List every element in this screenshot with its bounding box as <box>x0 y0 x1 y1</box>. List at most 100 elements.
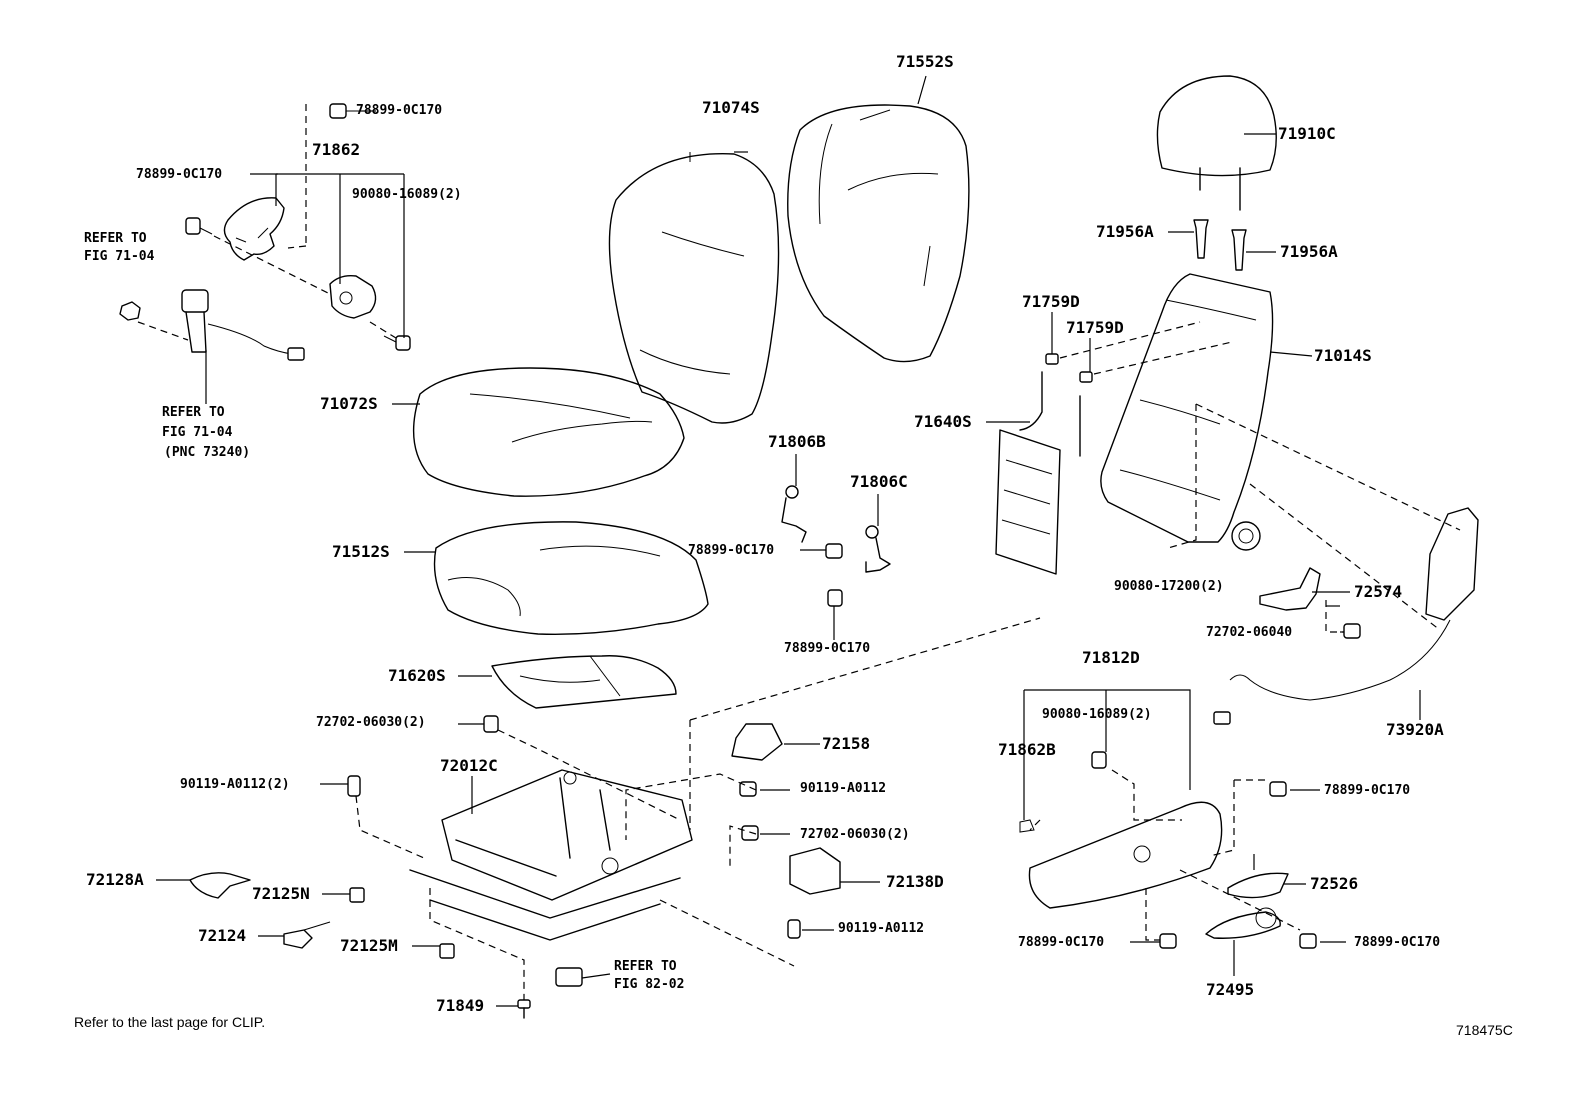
label-71956a-right: 71956A <box>1280 242 1338 261</box>
label-71862b: 71862B <box>998 740 1056 759</box>
label-71956a-left: 71956A <box>1096 222 1154 241</box>
label-78899-0c170-left: 78899-0C170 <box>136 167 223 182</box>
label-72158: 72158 <box>822 734 871 753</box>
part-71552s-seatback-pad <box>787 104 970 363</box>
label-71072s: 71072S <box>320 394 378 413</box>
label-72138d: 72138D <box>886 872 944 891</box>
bolt-78899-0c170-br1 <box>1159 933 1177 949</box>
label-refer-fig-71-04-a-line1: REFER TO <box>84 231 147 246</box>
label-refer-fig-71-04-b-line3: (PNC 73240) <box>164 445 251 460</box>
bolt-78899-0c170-right <box>1269 781 1287 797</box>
label-72124: 72124 <box>198 926 247 945</box>
label-refer-fig-71-04-b-line1: REFER TO <box>162 405 225 420</box>
label-73920a: 73920A <box>1386 720 1444 739</box>
label-refer-fig-71-04-b-line2: FIG 71-04 <box>162 425 233 440</box>
part-72138d <box>789 847 841 895</box>
label-78899-0c170-br2: 78899-0C170 <box>1354 935 1441 950</box>
part-72124 <box>283 921 331 949</box>
bolt-78899-0c170-left <box>185 217 213 235</box>
label-72526: 72526 <box>1310 874 1359 893</box>
bolt-78899-0c170-mid <box>825 543 843 559</box>
part-71759d-clip-a <box>1045 353 1059 365</box>
label-71759d-a: 71759D <box>1022 292 1080 311</box>
part-71849-pin <box>517 999 531 1019</box>
part-72125m <box>439 943 455 959</box>
part-71640s-lumbar-support <box>995 371 1081 575</box>
part-72158 <box>731 723 783 761</box>
label-71849: 71849 <box>436 996 485 1015</box>
label-90119-a0112-low: 90119-A0112 <box>838 921 925 936</box>
part-71806b-hook <box>781 485 807 543</box>
part-72574-bracket <box>1259 567 1321 611</box>
bolt-72702-06040 <box>1343 623 1361 639</box>
part-71074s-seatback-cover <box>608 152 780 424</box>
label-71074s: 71074S <box>702 98 760 117</box>
part-71759d-clip-b <box>1079 371 1093 383</box>
bolt-90080-16089-top <box>383 335 411 351</box>
bolt-90119-a0112-mid <box>739 781 757 797</box>
part-71862-bracket <box>223 197 285 261</box>
bolt-78899-0c170-top <box>329 103 360 119</box>
figure-id: 718475C <box>1456 1022 1513 1038</box>
label-refer-fig-71-04-a-line2: FIG 71-04 <box>84 249 155 264</box>
label-72125n: 72125N <box>252 884 310 903</box>
part-71620s-spring <box>491 655 677 709</box>
label-90080-16089-right: 90080-16089(2) <box>1042 707 1152 722</box>
label-refer-fig-82-02-line1: REFER TO <box>614 959 677 974</box>
label-72495: 72495 <box>1206 980 1255 999</box>
label-71812d: 71812D <box>1082 648 1140 667</box>
label-71862: 71862 <box>312 140 361 159</box>
footer-note: Refer to the last page for CLIP. <box>74 1014 266 1030</box>
part-71956a-guide-left <box>1193 219 1209 259</box>
part-71072s-cushion-cover <box>412 367 685 497</box>
seat-belt-buckle <box>119 289 305 361</box>
label-71552s: 71552S <box>896 52 954 71</box>
label-71620s: 71620S <box>388 666 446 685</box>
label-72012c: 72012C <box>440 756 498 775</box>
part-72012c-seat-frame <box>409 769 693 941</box>
label-72702-06030-mid: 72702-06030(2) <box>800 827 910 842</box>
label-72128a: 72128A <box>86 870 144 889</box>
label-78899-0c170-br1: 78899-0C170 <box>1018 935 1105 950</box>
label-78899-0c170-right: 78899-0C170 <box>1324 783 1411 798</box>
bolt-78899-0c170-mid2 <box>827 589 843 607</box>
label-90119-a0112-mid: 90119-A0112 <box>800 781 887 796</box>
label-71759d-b: 71759D <box>1066 318 1124 337</box>
part-clip-fig-82-02 <box>555 967 583 987</box>
label-71806c: 71806C <box>850 472 908 491</box>
label-72702-06030-left: 72702-06030(2) <box>316 715 426 730</box>
part-71014s-seatback-frame <box>1100 273 1274 551</box>
label-78899-0c170-mid: 78899-0C170 <box>688 543 775 558</box>
label-78899-0c170-mid2: 78899-0C170 <box>784 641 871 656</box>
bolt-90119-a0112-low <box>787 919 801 939</box>
label-72702-06040: 72702-06040 <box>1206 625 1293 640</box>
part-71512s-cushion-pad <box>433 521 709 635</box>
label-71806b: 71806B <box>768 432 826 451</box>
label-71512s: 71512S <box>332 542 390 561</box>
label-90080-17200: 90080-17200(2) <box>1114 579 1224 594</box>
label-72574: 72574 <box>1354 582 1403 601</box>
label-71640s: 71640S <box>914 412 972 431</box>
label-90119-a0112-left: 90119-A0112(2) <box>180 777 290 792</box>
part-72125n <box>349 887 365 903</box>
label-71014s: 71014S <box>1314 346 1372 365</box>
part-72495-lever <box>1205 907 1281 939</box>
part-71862-retractor <box>329 274 377 319</box>
bolt-78899-0c170-br2 <box>1299 933 1317 949</box>
label-90080-16089-top: 90080-16089(2) <box>352 187 462 202</box>
bolt-72702-06030-mid <box>741 825 759 841</box>
part-72526-knob <box>1227 872 1289 899</box>
label-refer-fig-82-02-line2: FIG 82-02 <box>614 977 685 992</box>
bolt-90119-a0112-left <box>347 775 361 797</box>
label-78899-0c170-top: 78899-0C170 <box>356 103 443 118</box>
part-71956a-guide-right <box>1231 229 1247 271</box>
part-71862b-side-cover <box>1019 801 1223 909</box>
part-71910c-headrest <box>1156 75 1277 211</box>
part-73920a-airbag <box>1213 507 1479 725</box>
label-71910c: 71910C <box>1278 124 1336 143</box>
part-72128a <box>189 872 251 899</box>
label-72125m: 72125M <box>340 936 398 955</box>
bolt-90080-16089-right <box>1091 751 1107 769</box>
